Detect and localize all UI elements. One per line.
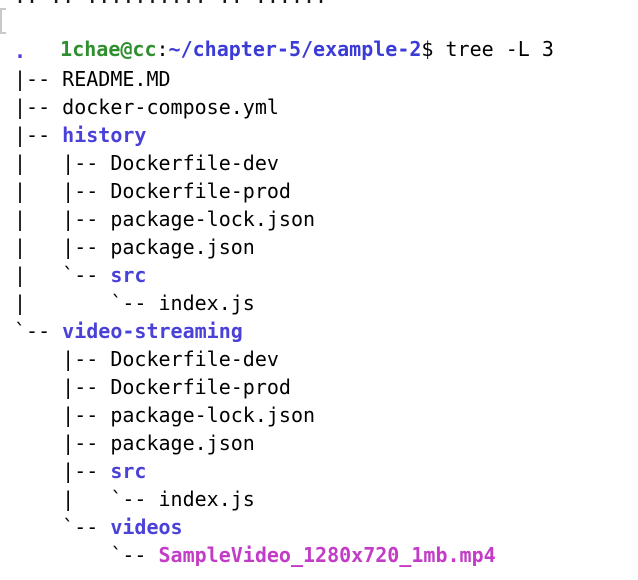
tree-file-name: package.json [110,431,255,455]
tree-file-name: Dockerfile-prod [110,179,291,203]
tree-file-name: README.MD [62,67,171,91]
tree-connector: |-- [14,347,111,371]
tree-connector: | |-- [14,151,111,175]
tree-directory-name: src [110,263,147,287]
tree-connector: |-- [14,95,63,119]
tree-file-name: package.json [110,235,255,259]
tree-line: |-- docker-compose.yml [14,93,279,121]
selection-bracket [0,8,6,34]
tree-directory-name: video-streaming [62,319,243,343]
tree-connector: |-- [14,375,111,399]
tree-line: . [14,37,26,65]
prompt-path: ~/chapter-5/example-2 [168,37,422,61]
tree-file-name: Dockerfile-dev [110,347,279,371]
tree-directory-name: src [110,459,147,483]
tree-line: | |-- Dockerfile-prod [14,177,291,205]
tree-line: |-- Dockerfile-prod [14,373,291,401]
tree-line: | `-- index.js [14,485,255,513]
prompt-colon: : [156,37,169,61]
tree-connector: `-- [14,515,111,539]
tree-connector: `-- [14,543,159,567]
cropped-previous-line: .. .. .......... .. ...... [14,0,327,6]
tree-connector: |-- [14,67,63,91]
tree-line: |-- package.json [14,429,255,457]
tree-line: | |-- Dockerfile-dev [14,149,279,177]
tree-connector: | `-- [14,263,111,287]
tree-connector: | |-- [14,235,111,259]
tree-connector: | `-- [14,487,159,511]
tree-connector: | |-- [14,207,111,231]
tree-line: |-- README.MD [14,65,171,93]
tree-media-file-name: SampleVideo_1280x720_1mb.mp4 [158,543,496,567]
tree-file-name: docker-compose.yml [62,95,279,119]
tree-line: |-- Dockerfile-dev [14,345,279,373]
tree-connector: `-- [14,319,63,343]
tree-connector: |-- [14,123,63,147]
tree-line: |-- history [14,121,146,149]
tree-file-name: Dockerfile-prod [110,375,291,399]
tree-file-name: Dockerfile-dev [110,151,279,175]
prompt-suffix: $ [421,37,446,61]
tree-line: |-- package-lock.json [14,401,315,429]
tree-root-dot: . [14,39,27,63]
tree-line: `-- SampleVideo_1280x720_1mb.mp4 [14,541,496,569]
tree-connector: | `-- [14,291,159,315]
tree-directory-name: videos [110,515,183,539]
tree-line: `-- videos [14,513,183,541]
tree-line: `-- video-streaming [14,317,243,345]
tree-directory-name: history [62,123,147,147]
tree-file-name: index.js [158,487,255,511]
tree-file-name: package-lock.json [110,403,316,427]
tree-line: |-- src [14,457,146,485]
tree-connector: | |-- [14,179,111,203]
command-prompt-line: 1chae@cc:~/chapter-5/example-2$ tree -L … [12,7,554,61]
command-text: tree -L 3 [445,37,554,61]
tree-connector: |-- [14,403,111,427]
prompt-user-host: 1chae@cc [60,37,157,61]
tree-line: | `-- index.js [14,289,255,317]
tree-line: | |-- package.json [14,233,255,261]
tree-connector: |-- [14,431,111,455]
tree-line: | `-- src [14,261,146,289]
tree-line: | |-- package-lock.json [14,205,315,233]
tree-connector: |-- [14,459,111,483]
tree-file-name: package-lock.json [110,207,316,231]
tree-file-name: index.js [158,291,255,315]
